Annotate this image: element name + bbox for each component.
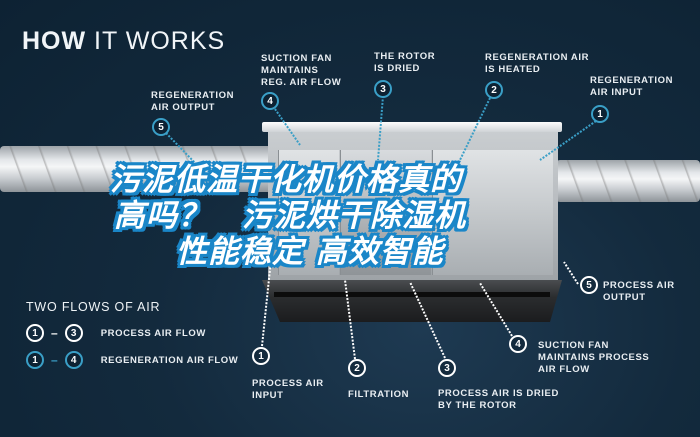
legend-label-regeneration: REGENERATION AIR FLOW — [100, 354, 239, 366]
callout-badge-proc-3: 3 — [438, 359, 456, 377]
badge-number: 4 — [267, 95, 273, 107]
callout-label-process-dried: PROCESS AIR IS DRIED BY THE ROTOR — [438, 388, 559, 411]
badge-number: 3 — [444, 362, 450, 374]
title-bold: HOW — [22, 27, 87, 55]
badge-number: 4 — [515, 338, 521, 350]
unit-base-slot — [274, 292, 550, 297]
legend-label-process: PROCESS AIR FLOW — [100, 327, 206, 339]
callout-badge-reg-3: 3 — [374, 80, 392, 98]
callout-label-regeneration-input: REGENERATION AIR INPUT — [590, 75, 674, 98]
callout-label-suction-fan-process: SUCTION FAN MAINTAINS PROCESS AIR FLOW — [538, 340, 650, 375]
regeneration-duct-left — [0, 146, 275, 192]
overlay-headline-line-1: 污泥低温干化机价格真的 — [110, 162, 462, 198]
unit-top-cover — [262, 122, 562, 132]
unit-body — [268, 132, 558, 280]
badge-number: 1 — [32, 354, 38, 366]
legend-badge-to: 4 — [64, 351, 83, 369]
overlay-headline-line-3: 性能稳定 高效智能 — [176, 234, 444, 270]
desiccant-dehumidifier-unit — [262, 122, 562, 322]
legend-heading: TWO FLOWS OF AIR — [26, 300, 161, 314]
title-light: IT WORKS — [86, 27, 226, 55]
process-duct-right — [556, 160, 700, 202]
callout-badge-proc-5: 5 — [580, 276, 598, 294]
badge-number: 3 — [70, 327, 77, 339]
callout-label-regeneration-heated: REGENERATION AIR IS HEATED — [485, 52, 590, 75]
callout-label-filtration: FILTRATION — [348, 389, 410, 400]
callout-badge-reg-5: 5 — [152, 118, 170, 136]
callout-label-process-input: PROCESS AIR INPUT — [252, 378, 324, 401]
badge-number: 5 — [158, 121, 164, 133]
badge-number: 1 — [32, 327, 38, 339]
badge-number: 3 — [380, 83, 386, 95]
callout-badge-proc-2: 2 — [348, 359, 366, 377]
legend-badge-from: 1 — [26, 351, 44, 369]
callout-label-rotor-dried: THE ROTOR IS DRIED — [374, 51, 436, 74]
callout-badge-reg-4: 4 — [261, 92, 279, 110]
fan-section — [278, 150, 339, 275]
badge-number: 4 — [70, 354, 77, 366]
callout-label-process-output: PROCESS AIR OUTPUT — [603, 280, 675, 303]
callout-label-suction-fan-reg: SUCTION FAN MAINTAINS REG. AIR FLOW — [261, 53, 342, 88]
legend-badge-from: 1 — [26, 324, 44, 342]
callout-badge-reg-2: 2 — [485, 81, 503, 99]
heater-section — [432, 150, 553, 275]
air-flow-legend: TWO FLOWS OF AIR 1 – 3 PROCESS AIR FLOW … — [26, 300, 238, 369]
callout-badge-reg-1: 1 — [591, 105, 609, 123]
callout-badge-proc-1: 1 — [252, 347, 270, 365]
legend-badge-to: 3 — [64, 324, 83, 342]
badge-number: 2 — [354, 362, 360, 374]
legend-dash: – — [51, 353, 58, 367]
page-title: HOW IT WORKS — [22, 27, 225, 56]
badge-number: 2 — [491, 84, 497, 96]
legend-dash: – — [51, 326, 58, 340]
badge-number: 5 — [586, 279, 592, 291]
callout-badge-proc-4: 4 — [509, 335, 527, 353]
overlay-headline-line-2: 高吗？ 污泥烘干除湿机 — [114, 198, 466, 234]
legend-row-process: 1 – 3 PROCESS AIR FLOW — [26, 324, 238, 342]
legend-row-regeneration: 1 – 4 REGENERATION AIR FLOW — [26, 351, 238, 369]
badge-number: 1 — [597, 108, 603, 120]
badge-number: 1 — [258, 350, 264, 362]
rotor-section — [340, 150, 431, 275]
callout-label-regeneration-air-output: REGENERATION AIR OUTPUT — [151, 90, 235, 113]
